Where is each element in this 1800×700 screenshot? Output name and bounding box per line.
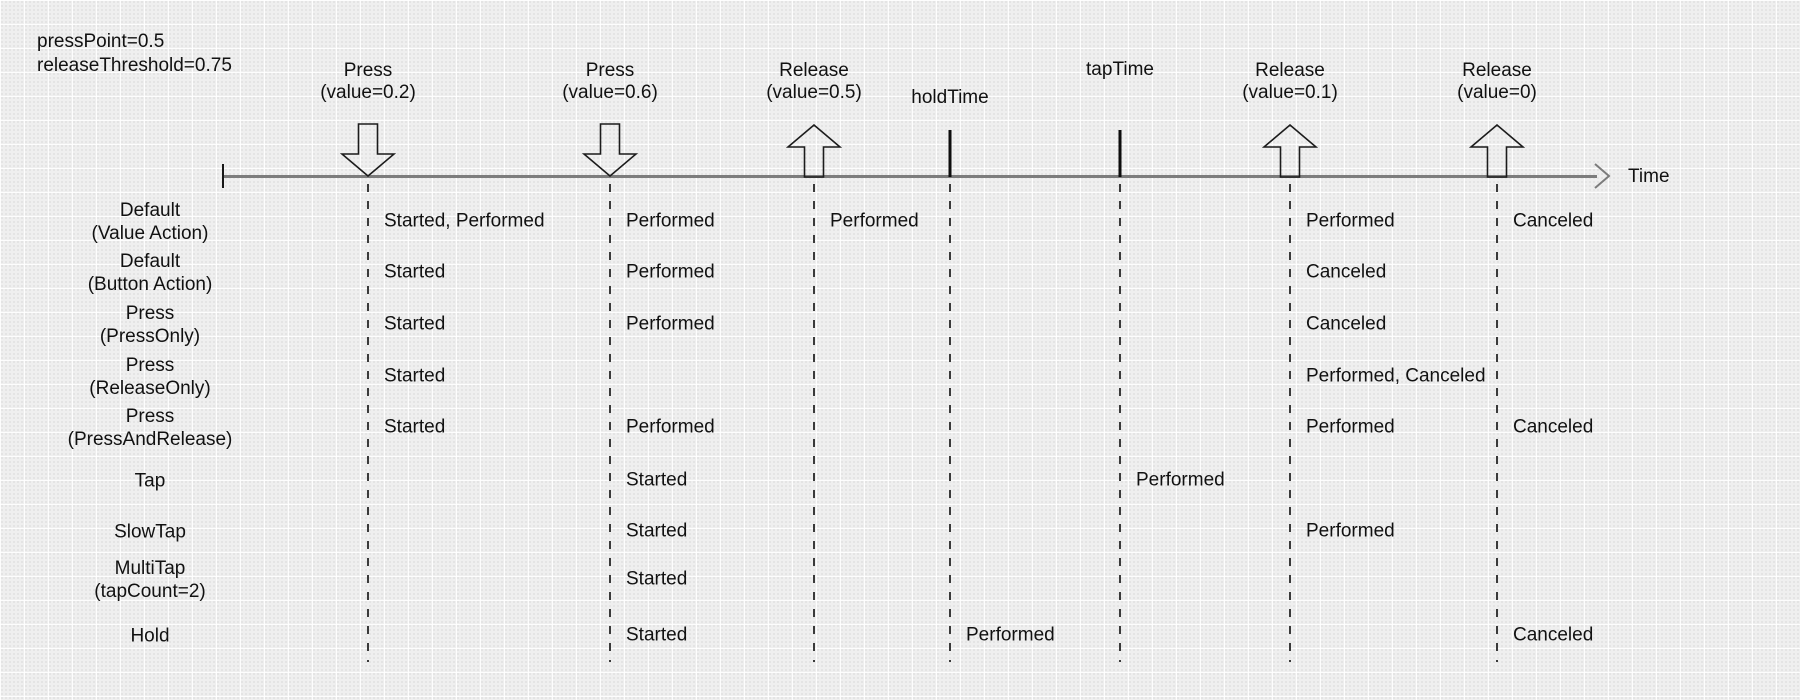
row-label-line: MultiTap (114, 558, 186, 579)
phase-cell: Started (626, 568, 688, 590)
event-guideline-c7 (1496, 184, 1498, 662)
press-point-text: pressPoint=0.5 (37, 31, 165, 52)
phase-cell: Started (626, 624, 688, 646)
row-label-line: SlowTap (114, 521, 186, 543)
phase-cell: Performed (626, 210, 715, 232)
row-label-line: Press (125, 303, 175, 324)
up-arrow-icon (785, 123, 843, 183)
row-label-line: Default (119, 200, 181, 221)
time-axis-label: Time (1628, 166, 1670, 187)
row-label: Press(ReleaseOnly) (30, 354, 270, 400)
event-guideline-c1 (367, 184, 369, 662)
row-label-line: Press (125, 355, 175, 376)
phase-cell: Started (384, 313, 446, 335)
event-label-line: Release (1462, 60, 1532, 81)
row-label-line: (Button Action) (87, 274, 213, 295)
row-label-line: Tap (134, 470, 166, 492)
row-label-line: (ReleaseOnly) (89, 378, 211, 399)
event-label-line: Press (585, 60, 635, 81)
event-label-line: (value=0.6) (562, 82, 658, 103)
event-label-c7: Release(value=0) (1402, 60, 1592, 104)
row-label: Default(Button Action) (30, 250, 270, 296)
parameters-note: pressPoint=0.5 releaseThreshold=0.75 (37, 30, 232, 78)
up-arrow-icon (1468, 123, 1526, 183)
phase-cell: Started (384, 365, 446, 387)
row-label: Hold (30, 625, 270, 648)
event-label-line: (value=0) (1457, 82, 1537, 103)
phase-cell: Performed (626, 261, 715, 283)
event-guideline-c3 (813, 184, 815, 662)
release-threshold-text: releaseThreshold=0.75 (37, 55, 232, 76)
row-label: Tap (30, 470, 270, 493)
phase-cell: Performed (626, 313, 715, 335)
phase-cell: Performed (966, 624, 1055, 646)
phase-cell: Performed, Canceled (1306, 365, 1486, 387)
phase-cell: Started (384, 261, 446, 283)
event-label-line: Release (779, 60, 849, 81)
row-label: MultiTap(tapCount=2) (30, 557, 270, 603)
phase-cell: Started, Performed (384, 210, 545, 232)
row-label: Default(Value Action) (30, 199, 270, 245)
event-label-line: Press (343, 60, 393, 81)
row-label: Press(PressAndRelease) (30, 405, 270, 451)
event-label-line: (value=0.5) (766, 82, 862, 103)
row-label-line: (PressAndRelease) (67, 429, 233, 450)
phase-cell: Performed (1306, 210, 1395, 232)
phase-cell: Started (384, 416, 446, 438)
time-axis-arrowhead-icon (1594, 163, 1611, 189)
phase-cell: Performed (1306, 416, 1395, 438)
phase-cell: Canceled (1513, 210, 1594, 232)
event-guideline-c4 (949, 184, 951, 662)
phase-cell: Canceled (1513, 624, 1594, 646)
row-label-line: (PressOnly) (99, 326, 201, 347)
phase-cell: Canceled (1306, 313, 1387, 335)
event-guideline-c2 (609, 184, 611, 662)
event-label-c2: Press(value=0.6) (515, 60, 705, 104)
phase-cell: Canceled (1513, 416, 1594, 438)
event-label-c3: Release(value=0.5) (719, 60, 909, 104)
row-label: SlowTap (30, 521, 270, 544)
event-label-c4: holdTime (855, 87, 1045, 109)
up-arrow-icon (1261, 123, 1319, 183)
tick-mark (948, 130, 952, 177)
down-arrow-icon (339, 123, 397, 182)
phase-cell: Performed (1136, 469, 1225, 491)
event-label-line: Release (1255, 60, 1325, 81)
row-label-line: Press (125, 406, 175, 427)
phase-cell: Performed (626, 416, 715, 438)
event-guideline-c6 (1289, 184, 1291, 662)
event-label-line: (value=0.1) (1242, 82, 1338, 103)
phase-cell: Performed (1306, 520, 1395, 542)
phase-cell: Canceled (1306, 261, 1387, 283)
event-label-line: holdTime (911, 87, 989, 108)
row-label: Press(PressOnly) (30, 302, 270, 348)
axis-origin-tick (222, 164, 224, 188)
row-label-line: Hold (130, 625, 170, 647)
tick-mark (1118, 130, 1122, 177)
event-label-line: (value=0.2) (320, 82, 416, 103)
event-label-c6: Release(value=0.1) (1195, 60, 1385, 104)
phase-cell: Started (626, 469, 688, 491)
event-label-c5: tapTime (1025, 59, 1215, 81)
down-arrow-icon (581, 123, 639, 182)
row-label-line: (tapCount=2) (94, 581, 206, 602)
phase-cell: Performed (830, 210, 919, 232)
phase-cell: Started (626, 520, 688, 542)
row-label-line: Default (119, 251, 181, 272)
time-axis-line (223, 175, 1597, 178)
event-guideline-c5 (1119, 184, 1121, 662)
event-label-line: tapTime (1086, 59, 1154, 80)
row-label-line: (Value Action) (91, 223, 209, 244)
event-label-c1: Press(value=0.2) (273, 60, 463, 104)
